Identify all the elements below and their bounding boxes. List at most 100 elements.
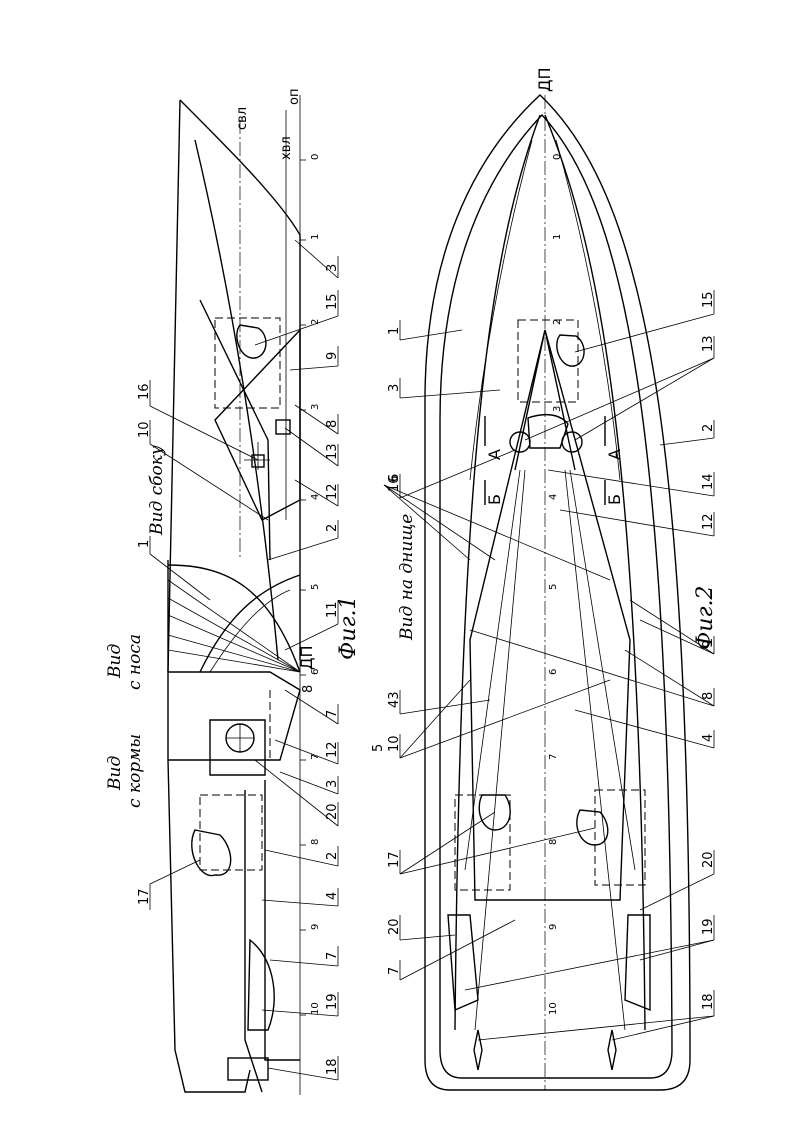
fig2-skeg-left bbox=[447, 914, 479, 1012]
svg-text:А: А bbox=[485, 449, 504, 460]
svg-text:20: 20 bbox=[387, 918, 402, 935]
fig2-tank-15 bbox=[556, 334, 585, 367]
svg-text:А: А bbox=[605, 449, 624, 460]
svg-text:3: 3 bbox=[387, 384, 402, 392]
fig2-tank-17-left bbox=[478, 794, 511, 831]
svg-text:8: 8 bbox=[548, 839, 559, 845]
fig2-skeg-right bbox=[624, 914, 651, 1012]
fig2-step-edge bbox=[514, 329, 576, 471]
caption-bow-view-1: Вид bbox=[105, 644, 125, 679]
svg-text:3: 3 bbox=[310, 404, 321, 410]
fig2-rudder-left bbox=[473, 1029, 483, 1071]
fig1-station-ticks bbox=[300, 159, 306, 1016]
fig1-stern-view bbox=[168, 671, 301, 776]
svg-text:6: 6 bbox=[310, 669, 321, 675]
figure-caption-1: Фиг.1 bbox=[336, 595, 361, 660]
svg-text:1: 1 bbox=[387, 327, 402, 335]
label-op: оп bbox=[287, 89, 302, 105]
svg-text:9: 9 bbox=[701, 640, 716, 648]
fig2-hull-inner bbox=[439, 113, 673, 1079]
svg-text:10: 10 bbox=[310, 1002, 321, 1015]
fig2-bottom-view: А А Б Б 0 1 2 3 4 5 6 7 8 9 10 ДП Вид на… bbox=[371, 67, 718, 1091]
svg-text:17: 17 bbox=[387, 851, 402, 868]
svg-text:3: 3 bbox=[325, 264, 340, 272]
svg-text:1: 1 bbox=[552, 234, 563, 240]
fig2-step-wedge bbox=[469, 329, 631, 901]
fig1-chine-line bbox=[194, 139, 279, 661]
fig2-engine-box-fwd bbox=[517, 319, 579, 403]
fig1-engine-box-fwd bbox=[214, 317, 281, 409]
fig2-chine-right bbox=[544, 114, 646, 1031]
label-svl: свл bbox=[235, 107, 250, 130]
svg-text:19: 19 bbox=[701, 918, 716, 935]
label-dp-fig1: ДП bbox=[297, 645, 316, 670]
svg-text:20: 20 bbox=[325, 803, 340, 820]
fig1-rudder-18 bbox=[227, 1057, 269, 1081]
svg-text:5: 5 bbox=[548, 584, 559, 590]
fig2-rudder-right bbox=[607, 1029, 617, 1071]
svg-text:4: 4 bbox=[325, 892, 340, 900]
svg-text:0: 0 bbox=[310, 154, 321, 160]
fig1-aft-chine bbox=[244, 790, 263, 1093]
fig1-leader-lines bbox=[149, 239, 339, 1081]
fig1-aft-keel bbox=[264, 780, 300, 1061]
svg-text:9: 9 bbox=[548, 924, 559, 930]
svg-text:3: 3 bbox=[325, 780, 340, 788]
fig2-chine-left bbox=[454, 114, 541, 1031]
caption-stern-view-2: с кормы bbox=[125, 734, 145, 808]
svg-text:0: 0 bbox=[552, 154, 563, 160]
svg-text:8: 8 bbox=[325, 420, 340, 428]
svg-text:9: 9 bbox=[325, 352, 340, 360]
svg-text:12: 12 bbox=[701, 513, 716, 530]
fig2-engine-box-aft-left bbox=[454, 794, 511, 891]
svg-text:6: 6 bbox=[548, 669, 559, 675]
svg-text:19: 19 bbox=[325, 993, 340, 1010]
svg-text:2: 2 bbox=[310, 319, 321, 325]
fig1-hull-bow bbox=[179, 99, 301, 660]
svg-text:10: 10 bbox=[387, 735, 402, 752]
svg-text:18: 18 bbox=[701, 993, 716, 1010]
fig2-station-labels: 0 1 2 3 4 5 6 7 8 9 10 bbox=[548, 154, 563, 1015]
fig2-leader-lines bbox=[383, 313, 715, 1041]
svg-text:16: 16 bbox=[137, 383, 152, 400]
svg-text:7: 7 bbox=[325, 710, 340, 718]
caption-side-view: Вид сбоку bbox=[147, 445, 167, 536]
svg-text:7: 7 bbox=[548, 754, 559, 760]
svg-text:13: 13 bbox=[701, 335, 716, 352]
fig2-reference-labels: 1 3 15 13 2 14 12 16 6 9 8 4 10 5 bbox=[371, 290, 716, 1016]
svg-text:Б: Б bbox=[485, 494, 504, 505]
svg-text:11: 11 bbox=[325, 601, 340, 618]
svg-text:2: 2 bbox=[552, 319, 563, 325]
svg-text:1: 1 bbox=[137, 540, 152, 548]
fig1-sheer-line bbox=[199, 299, 271, 561]
svg-text:5: 5 bbox=[371, 744, 386, 752]
fig1-bow-view bbox=[167, 560, 301, 673]
svg-text:8: 8 bbox=[701, 692, 716, 700]
fig1-skeg-19 bbox=[247, 938, 275, 1031]
svg-text:7: 7 bbox=[310, 754, 321, 760]
svg-text:8: 8 bbox=[301, 685, 316, 693]
svg-text:4: 4 bbox=[701, 734, 716, 742]
svg-text:14: 14 bbox=[701, 473, 716, 490]
caption-stern-view-1: Вид bbox=[105, 756, 125, 791]
svg-text:20: 20 bbox=[701, 851, 716, 868]
svg-text:10: 10 bbox=[137, 421, 152, 438]
svg-text:15: 15 bbox=[701, 291, 716, 308]
fig1-engine-box-aft bbox=[199, 794, 263, 871]
svg-text:2: 2 bbox=[325, 524, 340, 532]
label-hvl: хвл bbox=[279, 136, 294, 160]
svg-text:13: 13 bbox=[325, 443, 340, 460]
svg-text:18: 18 bbox=[325, 1058, 340, 1075]
fig1-intake-13 bbox=[275, 419, 291, 435]
svg-text:2: 2 bbox=[701, 424, 716, 432]
fig1-station-labels: 0 1 2 3 4 5 6 7 8 9 10 bbox=[310, 154, 321, 1015]
svg-text:15: 15 bbox=[325, 293, 340, 310]
svg-text:6: 6 bbox=[387, 474, 402, 482]
svg-text:10: 10 bbox=[548, 1002, 559, 1015]
caption-bow-view-2: с носа bbox=[125, 634, 145, 690]
svg-text:Б: Б bbox=[605, 494, 624, 505]
svg-text:12: 12 bbox=[325, 483, 340, 500]
svg-text:9: 9 bbox=[310, 924, 321, 930]
svg-text:2: 2 bbox=[325, 852, 340, 860]
